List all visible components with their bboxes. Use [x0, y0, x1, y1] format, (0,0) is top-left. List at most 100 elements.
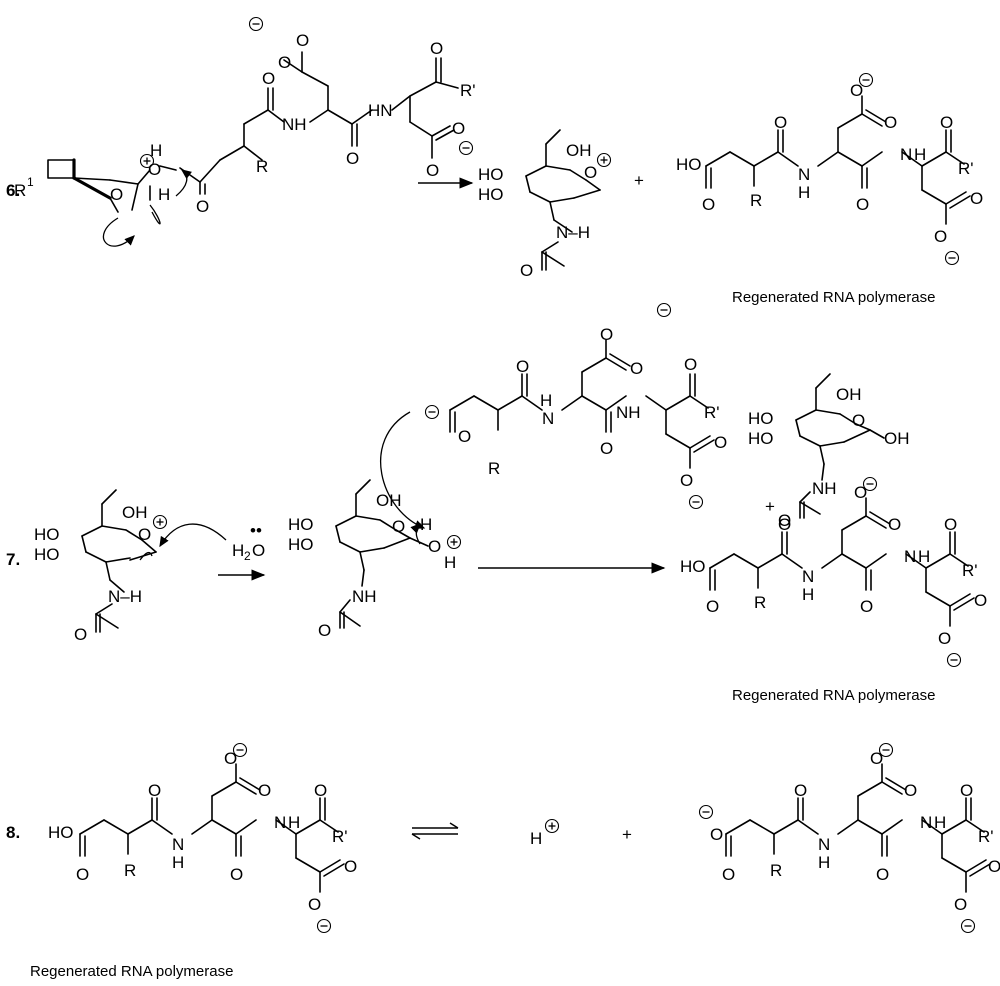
svg-text:H: H	[802, 585, 814, 604]
svg-text:HO: HO	[748, 429, 774, 448]
svg-text:HO: HO	[34, 545, 60, 564]
svg-text:H: H	[798, 183, 810, 202]
svg-text:1: 1	[27, 175, 34, 189]
svg-text:H: H	[420, 515, 432, 534]
svg-text:O: O	[138, 525, 151, 544]
regenerated-polymerase-acid: HO O R O N H O O O N H O R' O O	[48, 749, 357, 914]
svg-text:R': R'	[460, 81, 476, 100]
svg-text:NH: NH	[282, 115, 307, 134]
svg-text:O: O	[600, 325, 613, 344]
carboxylate-polymerase: O O R O N H O O O N H O R' O O	[710, 749, 1000, 914]
svg-text:NH: NH	[352, 587, 377, 606]
protonated-hemiacetal: OH HO HO O O H H NH O	[288, 479, 456, 640]
svg-text:N: N	[542, 409, 554, 428]
svg-text:O: O	[722, 865, 735, 884]
svg-text:N: N	[802, 567, 814, 586]
svg-text:N–H: N–H	[556, 223, 590, 242]
svg-text:O: O	[452, 119, 465, 138]
svg-text:O: O	[318, 621, 331, 640]
svg-text:HO: HO	[478, 185, 504, 204]
svg-text:OH: OH	[836, 385, 862, 404]
svg-text:O: O	[426, 161, 439, 180]
svg-text:O: O	[940, 113, 953, 132]
svg-text:O: O	[714, 433, 727, 452]
svg-text:O: O	[884, 113, 897, 132]
svg-text:O: O	[230, 865, 243, 884]
curly-arrow	[410, 523, 421, 545]
svg-text:N: N	[920, 813, 932, 832]
svg-text:O: O	[224, 749, 237, 768]
svg-text:O: O	[74, 625, 87, 644]
svg-text:O: O	[516, 357, 529, 376]
svg-text:HN: HN	[368, 101, 393, 120]
svg-text:O: O	[876, 865, 889, 884]
svg-text:N: N	[818, 835, 830, 854]
svg-text:O: O	[308, 895, 321, 914]
svg-text:O: O	[148, 160, 161, 179]
svg-text:O: O	[944, 515, 957, 534]
substrate-labels: R 1 O O H H O R O NH O O O HN O R' O O	[14, 31, 476, 216]
svg-text:O: O	[850, 81, 863, 100]
svg-text:N: N	[798, 165, 810, 184]
svg-text:R: R	[124, 861, 136, 880]
svg-text:H: H	[918, 547, 930, 566]
svg-text:O: O	[794, 781, 807, 800]
svg-text:O: O	[314, 781, 327, 800]
svg-text:H: H	[150, 141, 162, 160]
svg-text:O: O	[584, 163, 597, 182]
caption: Regenerated RNA polymerase	[30, 963, 233, 980]
svg-text:O: O	[856, 195, 869, 214]
svg-text:O: O	[76, 865, 89, 884]
svg-text:R': R'	[704, 403, 720, 422]
svg-text:O: O	[974, 591, 987, 610]
svg-text:HO: HO	[48, 823, 74, 842]
svg-text:O: O	[934, 227, 947, 246]
svg-text:R': R'	[962, 561, 978, 580]
svg-text:O: O	[600, 439, 613, 458]
plus-sign: +	[634, 171, 644, 190]
svg-text:O: O	[196, 197, 209, 216]
svg-text:O: O	[774, 113, 787, 132]
svg-text:R: R	[256, 157, 268, 176]
svg-text:O: O	[706, 597, 719, 616]
svg-text:R: R	[488, 459, 500, 478]
svg-text:O: O	[148, 781, 161, 800]
svg-text:R': R'	[978, 827, 994, 846]
svg-text:H: H	[288, 813, 300, 832]
svg-text:N: N	[172, 835, 184, 854]
svg-text:N: N	[274, 813, 286, 832]
svg-text:O: O	[710, 825, 723, 844]
svg-text:N: N	[900, 145, 912, 164]
svg-text:••: ••	[250, 521, 262, 540]
svg-text:O: O	[346, 149, 359, 168]
step-number: 6.	[6, 181, 20, 200]
svg-text:2: 2	[244, 549, 251, 563]
curly-arrow	[159, 523, 227, 548]
svg-text:OH: OH	[122, 503, 148, 522]
svg-text:HO: HO	[680, 557, 706, 576]
svg-text:R: R	[770, 861, 782, 880]
svg-text:R: R	[14, 181, 26, 200]
svg-text:R': R'	[958, 159, 974, 178]
step-number: 7.	[6, 550, 20, 569]
svg-text:O: O	[344, 857, 357, 876]
svg-text:O: O	[428, 537, 441, 556]
svg-text:H: H	[158, 185, 170, 204]
svg-text:O: O	[684, 355, 697, 374]
svg-text:HO: HO	[676, 155, 702, 174]
svg-text:H: H	[914, 145, 926, 164]
svg-text:O: O	[970, 189, 983, 208]
svg-text:R': R'	[332, 827, 348, 846]
equilibrium-arrow	[411, 822, 459, 840]
svg-text:N–H: N–H	[108, 587, 142, 606]
svg-text:H: H	[232, 541, 244, 560]
svg-text:O: O	[954, 895, 967, 914]
svg-text:O: O	[870, 749, 883, 768]
caption: Regenerated RNA polymerase	[732, 687, 935, 704]
svg-text:R: R	[750, 191, 762, 210]
svg-text:O: O	[110, 185, 123, 204]
caption: Regenerated RNA polymerase	[732, 289, 935, 306]
svg-text:H: H	[172, 853, 184, 872]
curly-arrow	[149, 204, 161, 225]
